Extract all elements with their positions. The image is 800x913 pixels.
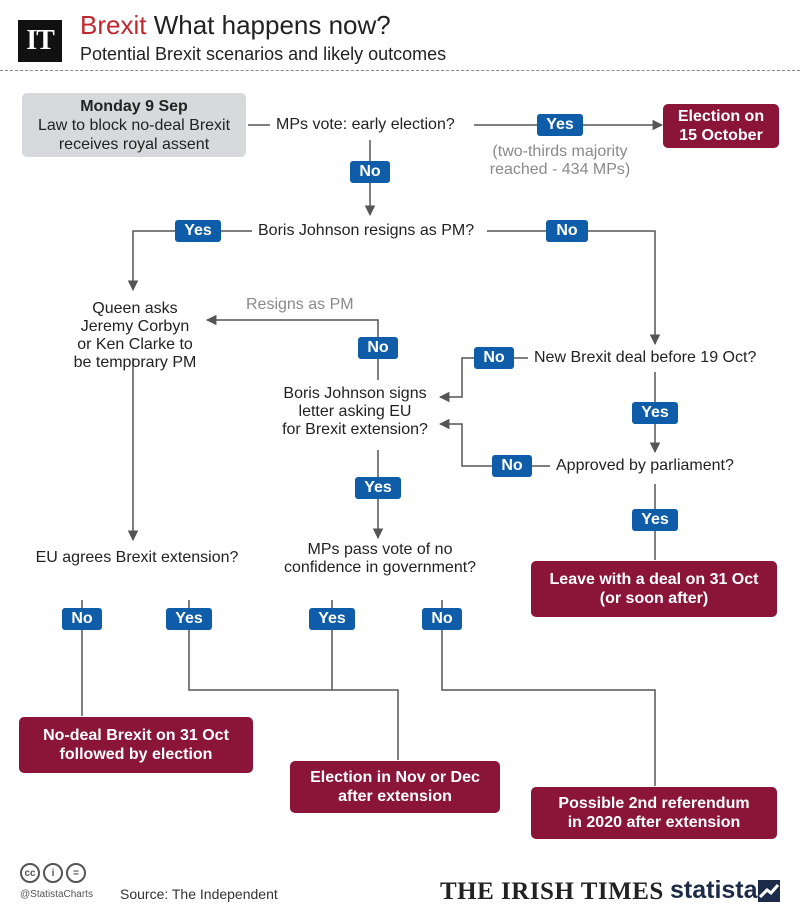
irish-times-wordmark: THE IRISH TIMES (440, 878, 664, 905)
bj-letter-line-1: Boris Johnson signs (283, 385, 427, 402)
bj-letter-line-3: for Brexit extension? (282, 421, 428, 438)
outcome-no-deal-line-2: followed by election (59, 746, 213, 763)
start-royal-assent: Monday 9 Sep Law to block no-deal Brexit… (22, 93, 246, 157)
connector-noconf-no (441, 600, 656, 786)
queen-line-2: Jeremy Corbyn (80, 318, 190, 335)
note-two-thirds: (two-thirds majority reached - 434 MPs) (480, 143, 640, 179)
outcome-referendum-line-2: in 2020 after extension (567, 814, 741, 831)
statista-wordmark: statista (670, 876, 758, 904)
note-two-thirds-line-2: reached - 434 MPs) (489, 161, 631, 178)
outcome-leave-deal-line-1: Leave with a deal on 31 Oct (549, 571, 759, 588)
pill-no-no-confidence: No (422, 608, 462, 630)
question-bj-resigns: Boris Johnson resigns as PM? (252, 222, 481, 240)
question-approved: Approved by parliament? (550, 457, 740, 475)
pill-no-early-election: No (350, 161, 390, 183)
page-subtitle: Potential Brexit scenarios and likely ou… (80, 44, 447, 64)
queen-line-3: or Ken Clarke to (77, 336, 193, 353)
outcome-election-nov-dec: Election in Nov or Dec after extension (290, 761, 500, 813)
outcome-election-15-october: Election on 15 October (663, 104, 779, 148)
irish-times-logo: IT (18, 20, 62, 62)
outcome-no-deal-line-1: No-deal Brexit on 31 Oct (43, 727, 229, 744)
question-eu-agrees: EU agrees Brexit extension? (35, 549, 239, 566)
note-two-thirds-line-1: (two-thirds majority (492, 143, 628, 160)
queen-line-1: Queen asks (92, 300, 178, 317)
header-divider (0, 70, 800, 71)
pill-yes-letter: Yes (355, 477, 401, 499)
outcome-election-nov-line-1: Election in Nov or Dec (310, 769, 480, 786)
pill-no-eu-agrees: No (62, 608, 102, 630)
outcome-no-deal-brexit: No-deal Brexit on 31 Oct followed by ele… (19, 717, 253, 773)
outcome-leave-deal-line-2: (or soon after) (599, 590, 709, 607)
bj-letter-line-2: letter asking EU (298, 403, 412, 420)
node-queen-asks: Queen asks Jeremy Corbyn or Ken Clarke t… (60, 300, 210, 372)
question-no-confidence: MPs pass vote of no confidence in govern… (268, 541, 492, 577)
pill-yes-no-confidence: Yes (309, 608, 355, 630)
statista-logo-icon (758, 880, 780, 902)
outcome-referendum-line-1: Possible 2nd referendum (558, 795, 750, 812)
question-new-deal: New Brexit deal before 19 Oct? (528, 349, 763, 367)
source-text: Source: The Independent (120, 886, 278, 902)
page-title: Brexit What happens now? (80, 10, 391, 41)
start-line-2: receives royal assent (58, 135, 210, 153)
no-confidence-line-1: MPs pass vote of no (307, 541, 453, 558)
pill-no-approved: No (492, 455, 532, 477)
title-brand: Brexit (80, 10, 147, 40)
pill-yes-resigns: Yes (175, 220, 221, 242)
connector-eu-yes (188, 600, 399, 760)
person-icon: i (43, 863, 63, 883)
no-confidence-line-2: confidence in government? (283, 559, 477, 576)
pill-no-letter: No (358, 337, 398, 359)
title-text: What happens now? (153, 10, 391, 40)
queen-line-4: be temporary PM (73, 354, 197, 371)
outcome-leave-with-deal: Leave with a deal on 31 Oct (or soon aft… (531, 561, 777, 617)
pill-yes-eu-agrees: Yes (166, 608, 212, 630)
label-resigns-as-pm: Resigns as PM (240, 296, 360, 314)
connector-letter-no-to-queen (205, 314, 379, 380)
outcome-election-nov-line-2: after extension (338, 788, 452, 805)
question-bj-letter: Boris Johnson signs letter asking EU for… (270, 385, 440, 439)
pill-yes-early-election: Yes (537, 114, 583, 136)
question-early-election: MPs vote: early election? (270, 116, 461, 134)
pill-no-resigns: No (546, 220, 588, 242)
outcome-election-oct-line-2: 15 October (679, 127, 763, 144)
start-date: Monday 9 Sep (80, 97, 188, 115)
start-line-1: Law to block no-deal Brexit (37, 116, 231, 134)
outcome-second-referendum: Possible 2nd referendum in 2020 after ex… (531, 787, 777, 839)
cc-icon: cc (20, 863, 40, 883)
creative-commons-icons: cc i = (20, 863, 86, 883)
equals-icon: = (66, 863, 86, 883)
pill-no-new-deal: No (474, 347, 514, 369)
connector-resigns-no (487, 230, 661, 346)
statista-handle: @StatistaCharts (20, 889, 93, 900)
pill-yes-new-deal: Yes (632, 402, 678, 424)
outcome-election-oct-line-1: Election on (677, 108, 765, 125)
pill-yes-approved: Yes (632, 509, 678, 531)
